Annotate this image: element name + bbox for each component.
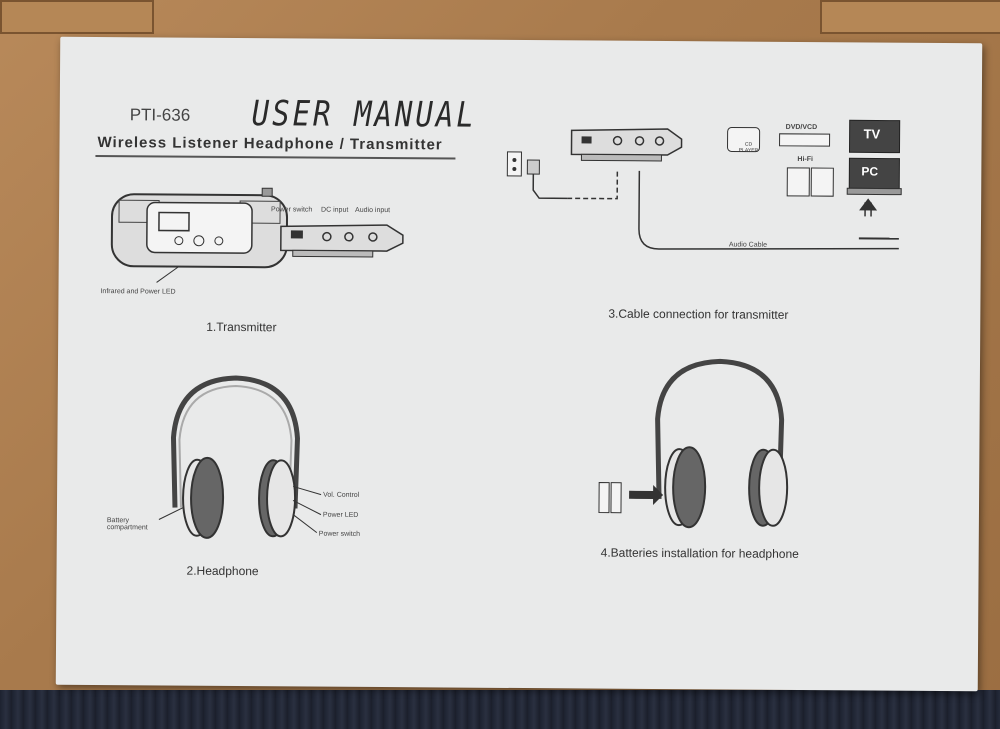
manual-subtitle: Wireless Listener Headphone / Transmitte… bbox=[97, 134, 443, 154]
floor bbox=[0, 690, 1000, 729]
dc-input-label: DC input bbox=[321, 206, 349, 214]
cable-connection-illustration bbox=[506, 119, 902, 250]
manual-sheet: PTI-636 USER MANUAL Wireless Listener He… bbox=[55, 36, 983, 692]
audio-cable-label: Audio Cable bbox=[728, 241, 768, 249]
headphone-power-switch-label: Power switch bbox=[318, 530, 361, 538]
box-flap-left bbox=[0, 0, 154, 34]
tv-label: TV bbox=[863, 126, 881, 142]
batteries-illustration bbox=[598, 358, 789, 529]
batteries-caption: 4.Batteries installation for headphone bbox=[600, 545, 799, 561]
audio-input-label: Audio input bbox=[355, 206, 391, 215]
battery-compartment-label: Battery compartment bbox=[106, 517, 148, 532]
vol-control-label: Vol. Control bbox=[323, 491, 360, 499]
power-led-label: Power LED bbox=[322, 511, 359, 519]
power-switch-label: Power switch bbox=[271, 206, 313, 214]
subtitle-underline bbox=[95, 155, 456, 160]
hifi-label: Hi-Fi bbox=[797, 155, 814, 164]
transmitter-back-illustration bbox=[280, 224, 404, 258]
headphone-caption: 2.Headphone bbox=[186, 563, 259, 579]
cd-player-label: CD PLAYER bbox=[738, 141, 759, 154]
manual-title: USER MANUAL bbox=[251, 92, 477, 136]
headphone-illustration bbox=[158, 375, 322, 539]
led-label: Infrared and Power LED bbox=[100, 288, 176, 296]
transmitter-front-illustration bbox=[110, 187, 289, 283]
transmitter-caption: 1.Transmitter bbox=[206, 319, 277, 335]
pc-label: PC bbox=[861, 164, 879, 179]
dvd-vcd-label: DVD/VCD bbox=[785, 123, 818, 132]
box-flap-right bbox=[820, 0, 1000, 34]
model-number: PTI-636 bbox=[129, 105, 191, 125]
cable-caption: 3.Cable connection for transmitter bbox=[608, 306, 789, 322]
